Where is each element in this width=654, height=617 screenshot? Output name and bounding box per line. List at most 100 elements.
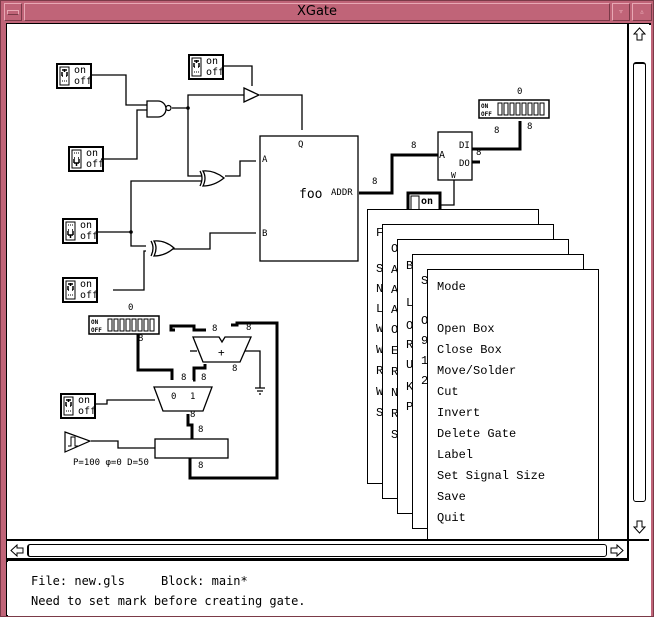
menu-peek-letter: N (391, 386, 399, 400)
menu-peek-letter: O (391, 323, 399, 337)
menu-peek-letter: S (376, 262, 384, 276)
memory-port-a: A (439, 150, 445, 161)
nand-gate[interactable] (146, 100, 172, 118)
bus-width-label: 8 (232, 364, 237, 374)
scroll-up-arrow-icon[interactable] (633, 27, 646, 41)
bus-width-label: 8 (198, 461, 203, 471)
window-menu-button[interactable] (4, 3, 22, 21)
minimize-button[interactable]: ▿ (612, 3, 630, 21)
menu-item-save[interactable]: Save (437, 490, 466, 504)
module-foo[interactable]: Q A B ADDR foo (259, 135, 359, 262)
menu-item-label[interactable]: Label (437, 448, 474, 462)
menu-peek-letter: L (406, 296, 414, 310)
memory-port-do: DO (459, 159, 470, 169)
bus-width-label: 8 (201, 373, 206, 383)
dip-switch-2[interactable]: 0 ON OFF (88, 303, 160, 335)
scroll-down-arrow-icon[interactable] (633, 520, 646, 534)
menu-peek-letter: F (376, 226, 384, 240)
menu-item-set-signal-size[interactable]: Set Signal Size (437, 469, 546, 483)
menu-item-delete-gate[interactable]: Delete Gate (437, 427, 517, 441)
module-port-b: B (262, 229, 267, 239)
switch-1-off-label: off (74, 76, 92, 87)
switch-3-on-label: on (86, 148, 98, 159)
window-title: XGate (24, 3, 610, 21)
menu-item-quit[interactable]: Quit (437, 511, 466, 525)
circuit-canvas[interactable]: on off on off on off on off on off on of… (7, 24, 627, 539)
menu-item-move-solder[interactable]: Move/Solder (437, 364, 517, 378)
bus-width-label: 8 (372, 177, 377, 187)
memory-port-di: DI (459, 141, 470, 151)
menu-peek-letter: B (406, 259, 414, 273)
buses (136, 121, 522, 480)
dip-switch-1-off-label: OFF (481, 111, 492, 118)
switch-2-off-label: off (206, 67, 224, 78)
menu-item-cut[interactable]: Cut (437, 385, 459, 399)
switch-2[interactable]: on off (188, 54, 224, 80)
switch-6[interactable]: on off (60, 393, 96, 419)
title-bar[interactable]: XGate ▿ ▵ (4, 3, 652, 21)
adder[interactable]: + (192, 336, 252, 363)
menu-peek-letter: O (406, 319, 414, 333)
dip-switch-1-on-label: ON (481, 103, 489, 110)
switch-6-off-label: off (78, 406, 96, 417)
clock-source[interactable]: P=100 φ=0 D=50 (64, 431, 149, 468)
horizontal-scroll-thumb[interactable] (27, 544, 607, 557)
circuit-diagram[interactable]: on off on off on off on off on off on of… (7, 24, 627, 539)
switch-5-on-label: on (80, 279, 92, 290)
scroll-right-arrow-icon[interactable] (610, 544, 624, 557)
clock-pulse-icon (68, 436, 78, 447)
window-menu-icon (7, 9, 19, 15)
mux-input-1: 1 (190, 392, 195, 402)
buffer-gate[interactable] (243, 86, 261, 104)
vertical-scrollbar[interactable] (627, 24, 649, 539)
switch-3[interactable]: on off (68, 146, 104, 172)
maximize-button[interactable]: ▵ (632, 3, 652, 21)
menu-peek-letter: A (391, 283, 399, 297)
switch-1[interactable]: on off (56, 63, 92, 89)
bus-width-label: 8 (181, 373, 186, 383)
xor-gate-2[interactable] (150, 240, 175, 257)
switch-4-on-label: on (80, 220, 92, 231)
xor-gate-1[interactable] (199, 170, 226, 187)
status-message: Need to set mark before creating gate. (31, 594, 306, 608)
bus-width-label: 8 (411, 141, 416, 151)
menu-peek-letter: O (421, 314, 429, 328)
bus-width-label: 8 (527, 122, 532, 132)
dip-switch-2-off-label: OFF (91, 327, 102, 334)
switch-1-on-label: on (74, 65, 86, 76)
register[interactable] (154, 438, 229, 459)
menu-peek-letter: S (391, 428, 399, 442)
bus-width-label: 8 (494, 126, 499, 136)
menu-peek-letter: P (406, 400, 414, 414)
menu-peek-letter: S (376, 406, 384, 420)
clock-params: P=100 φ=0 D=50 (73, 458, 149, 468)
menu-item-close-box[interactable]: Close Box (437, 343, 502, 357)
bus-width-label: 8 (476, 148, 481, 158)
switch-6-on-label: on (78, 395, 90, 406)
memory-block[interactable]: A DI DO W (437, 131, 473, 181)
horizontal-scrollbar[interactable] (7, 539, 627, 561)
scroll-left-arrow-icon[interactable] (10, 544, 24, 557)
switch-5[interactable]: on off (62, 277, 98, 303)
switch-4-off-label: off (80, 231, 98, 242)
menu-peek-letter: 9 (421, 334, 429, 348)
menu-peek-letter: L (376, 302, 384, 316)
menu-peek-letter: A (391, 303, 399, 317)
bus-width-label: 8 (138, 334, 143, 344)
junction (186, 106, 190, 110)
dip-switch-2-on-label: ON (91, 319, 99, 326)
multiplexer[interactable]: 0 1 (153, 386, 213, 412)
dip-switch-1[interactable]: 0 ON OFF (478, 87, 550, 119)
menu-peek-letter: E (391, 344, 399, 358)
menu-peek-letter: R (406, 338, 414, 352)
status-area: File: new.gls Block: main* Need to set m… (7, 562, 649, 615)
menu-peek-letter: S (421, 274, 429, 288)
menu-peek-letter: W (376, 385, 384, 399)
status-file-block: File: new.gls Block: main* (31, 574, 248, 588)
menu-item-open-box[interactable]: Open Box (437, 322, 495, 336)
switch-4[interactable]: on off (62, 218, 98, 244)
vertical-scroll-thumb[interactable] (633, 62, 646, 502)
menu-item-invert[interactable]: Invert (437, 406, 481, 420)
scrollbar-corner (627, 539, 649, 561)
